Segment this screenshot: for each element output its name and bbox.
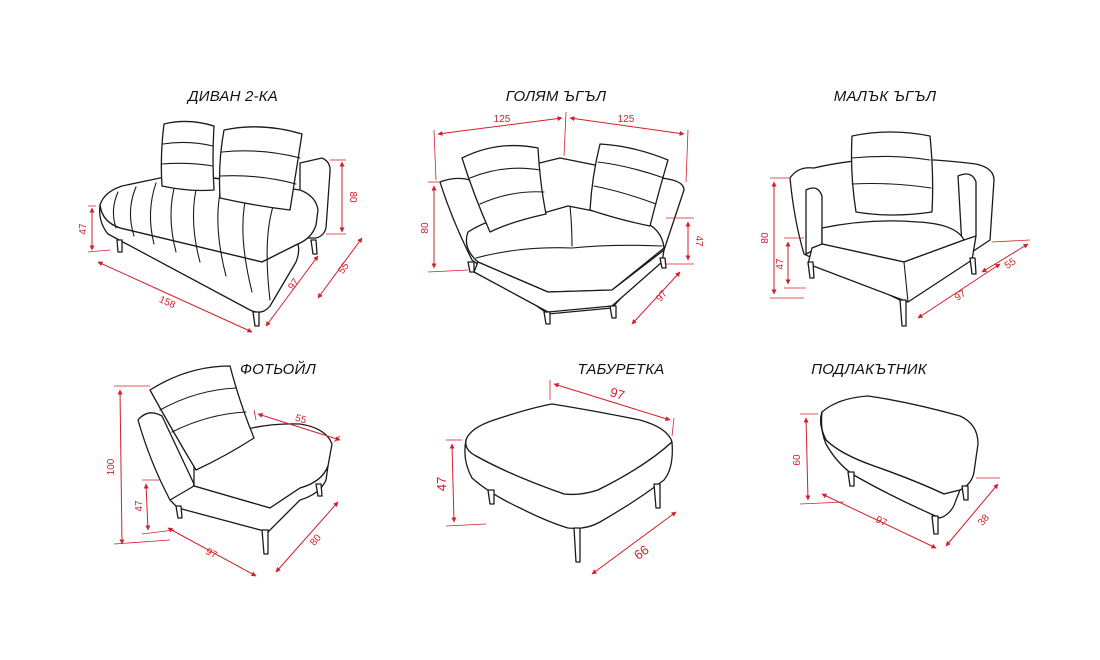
armchair-depth-label: 80 <box>308 532 324 548</box>
small-corner-title: МАЛЪК ЪГЪЛ <box>834 88 937 105</box>
ottoman-height-label: 47 <box>434 477 449 491</box>
large-corner-seat-label: 47 <box>693 235 704 247</box>
sofa-pillow-right <box>218 126 303 211</box>
large-corner-pillow-left <box>461 144 547 233</box>
sofa-2-seater-dimensions: 47 158 97 80 55 <box>78 159 363 333</box>
sofa-2-seater-title: ДИВАН 2-КА <box>186 88 278 105</box>
large-corner-left-label: 125 <box>494 114 511 125</box>
ottoman-side <box>464 439 673 530</box>
armchair-pillow <box>149 365 255 471</box>
item-large-corner: ГОЛЯМ ЪГЪЛ 125 125 80 <box>420 88 704 325</box>
small-corner-seat-label: 47 <box>775 258 786 270</box>
sofa-pillow-left <box>160 120 215 192</box>
item-armrest: ПОДЛАКЪТНИК 60 97 38 <box>792 361 1000 549</box>
armchair-seat-label: 47 <box>134 500 145 512</box>
armrest-title: ПОДЛАКЪТНИК <box>811 361 928 378</box>
large-corner-height-label: 80 <box>420 222 431 234</box>
sofa-depth-label: 97 <box>286 276 302 292</box>
sofa-depth2-label: 55 <box>336 260 352 276</box>
item-armchair: ФОТЬОЙЛ 100 47 97 80 55 <box>106 360 341 577</box>
small-corner-pillow <box>850 131 934 216</box>
ottoman-depth-label: 66 <box>631 542 652 563</box>
small-corner-drawing <box>789 131 995 327</box>
armchair-back-label: 55 <box>294 413 308 427</box>
sofa-height-label: 47 <box>78 223 89 235</box>
ottoman-title: ТАБУРЕТКА <box>578 361 665 378</box>
large-corner-drawing <box>439 143 685 325</box>
armchair-title: ФОТЬОЙЛ <box>240 360 316 378</box>
small-corner-front <box>807 235 977 303</box>
small-corner-height-label: 80 <box>760 232 771 244</box>
armchair-front <box>169 465 329 533</box>
ottoman-dimensions: 97 47 66 <box>434 380 677 575</box>
sofa-back-height-label: 80 <box>347 191 358 203</box>
sofa-2-seater-drawing <box>99 120 331 327</box>
armchair-drawing <box>137 365 333 555</box>
ottoman-drawing <box>464 403 673 563</box>
large-corner-depth-label: 97 <box>654 288 670 304</box>
item-sofa-2-seater: ДИВАН 2-КА <box>78 88 363 333</box>
small-corner-depth-label: 97 <box>953 288 969 304</box>
item-small-corner: МАЛЪК ЪГЪЛ 80 47 97 55 <box>760 88 1031 327</box>
large-corner-dimensions: 125 125 80 47 97 <box>420 111 704 325</box>
ottoman-width-label: 97 <box>608 384 626 403</box>
large-corner-title: ГОЛЯМ ЪГЪЛ <box>506 88 607 105</box>
item-ottoman: ТАБУРЕТКА 97 47 66 <box>434 361 677 575</box>
armchair-height-label: 100 <box>106 458 117 475</box>
armrest-height-label: 60 <box>792 454 803 466</box>
armchair-width-label: 97 <box>204 546 219 561</box>
large-corner-right-label: 125 <box>618 114 635 125</box>
armrest-width-label: 97 <box>874 514 889 529</box>
armrest-depth-label: 38 <box>976 512 992 528</box>
armrest-drawing <box>820 395 979 535</box>
large-corner-pillow-right <box>589 143 669 227</box>
